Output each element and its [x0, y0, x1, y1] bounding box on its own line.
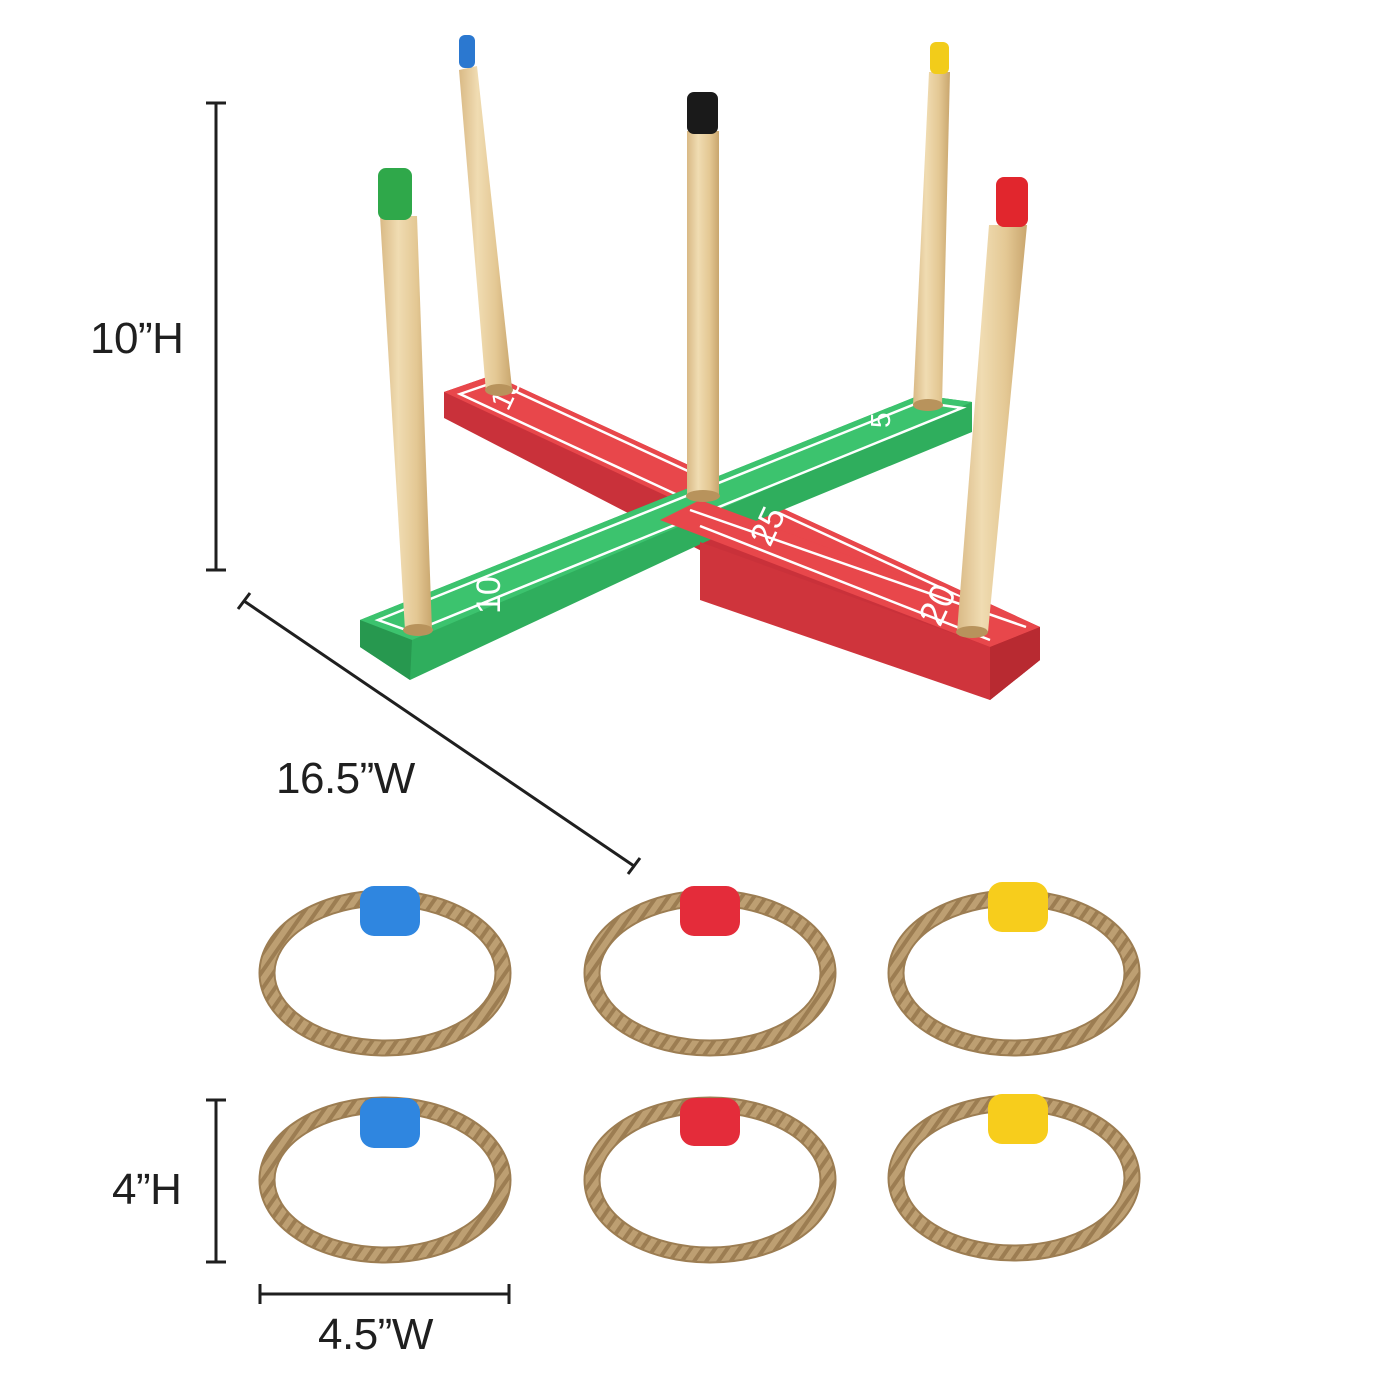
rope-ring-blue-2[interactable]: [258, 1096, 512, 1264]
rope-ring-yellow-1[interactable]: [887, 882, 1141, 1057]
score-label-10: 10: [470, 576, 508, 614]
yellow-peg: [913, 42, 950, 411]
rope-ring-red-2[interactable]: [583, 1096, 837, 1264]
base-height-label: 10”H: [90, 314, 184, 363]
ring-height-label: 4”H: [112, 1165, 182, 1214]
width-dimension-line: [236, 592, 642, 875]
rope-ring-blue-1[interactable]: [258, 886, 512, 1057]
ring-width-dimension-line: [258, 1284, 511, 1304]
black-peg: [686, 92, 720, 502]
red-peg: [956, 177, 1028, 638]
ring-width-label: 4.5”W: [318, 1310, 433, 1359]
height-dimension-line: [206, 101, 226, 572]
base-width-label: 16.5”W: [276, 754, 415, 803]
green-peg: [378, 168, 433, 636]
score-label-5: 5: [865, 412, 896, 428]
red-score-bar-front: [660, 500, 1040, 700]
blue-peg: [459, 35, 513, 396]
rope-ring-red-1[interactable]: [583, 886, 837, 1057]
rope-ring-yellow-2[interactable]: [887, 1094, 1141, 1262]
ring-height-dimension-line: [206, 1098, 226, 1264]
